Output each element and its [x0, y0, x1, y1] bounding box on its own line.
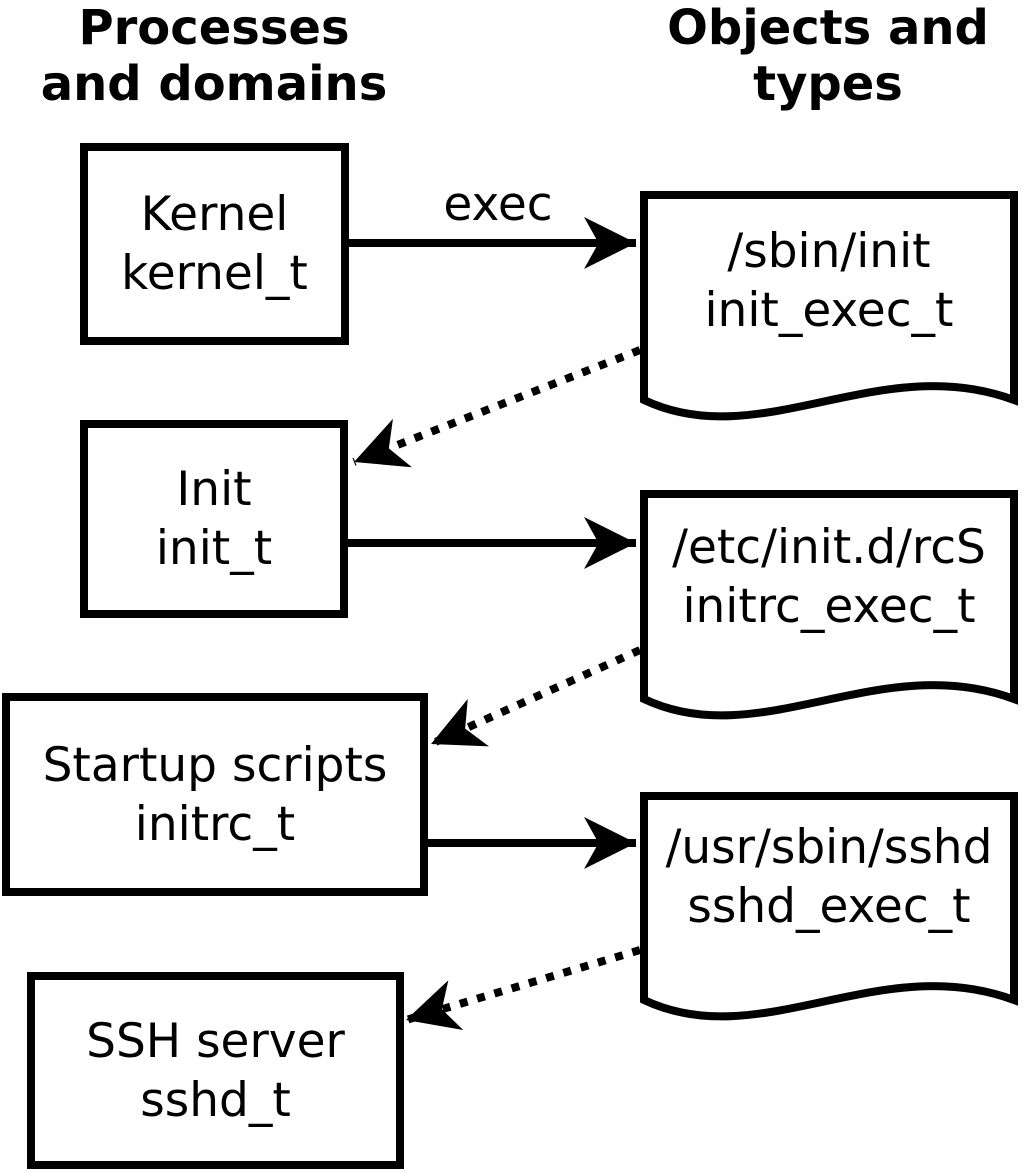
transition-arrow-rcs-to-initrc-t [429, 646, 642, 748]
process-domain: init_t [155, 521, 273, 576]
column-header-processes-line2: and domains [40, 56, 388, 112]
object-type: initrc_exec_t [682, 579, 976, 634]
column-header-objects-line1: Objects and [667, 0, 989, 56]
object-type: sshd_exec_t [687, 879, 971, 934]
column-header-objects-line2: types [753, 56, 903, 112]
process-label: Init [176, 462, 252, 517]
object-doc-sbin-init: /sbin/init init_exec_t [644, 222, 1014, 340]
column-header-objects: Objects and types [628, 0, 1024, 112]
process-domain: initrc_t [134, 796, 296, 852]
process-domain: kernel_t [121, 246, 308, 301]
process-box-startup-scripts: Startup scripts initrc_t [2, 693, 428, 896]
object-doc-etc-initd-rcs: /etc/init.d/rcS initrc_exec_t [644, 518, 1014, 636]
transition-arrow-sshd-to-sshd-t [404, 946, 642, 1031]
process-label: SSH server [86, 1013, 345, 1069]
column-header-processes-line1: Processes [78, 0, 350, 56]
document-shape-usr-sbin-sshd [640, 792, 1018, 1021]
process-box-init: Init init_t [80, 420, 348, 618]
object-type: init_exec_t [704, 283, 954, 338]
object-path: /etc/init.d/rcS [672, 520, 986, 575]
transition-arrow-sbin-init-to-init-t [352, 346, 642, 468]
document-shape-etc-initd-rcs [640, 490, 1018, 720]
process-box-ssh-server: SSH server sshd_t [27, 972, 404, 1169]
process-box-kernel: Kernel kernel_t [80, 143, 349, 345]
object-doc-usr-sbin-sshd: /usr/sbin/sshd sshd_exec_t [644, 818, 1014, 936]
document-shape-sbin-init [640, 191, 1018, 421]
column-header-processes: Processes and domains [14, 0, 414, 112]
process-domain: sshd_t [140, 1072, 291, 1128]
object-path: /usr/sbin/sshd [665, 820, 993, 875]
process-label: Kernel [140, 187, 289, 242]
process-label: Startup scripts [42, 737, 388, 793]
object-path: /sbin/init [727, 224, 931, 279]
exec-arrow-label: exec [443, 177, 553, 232]
